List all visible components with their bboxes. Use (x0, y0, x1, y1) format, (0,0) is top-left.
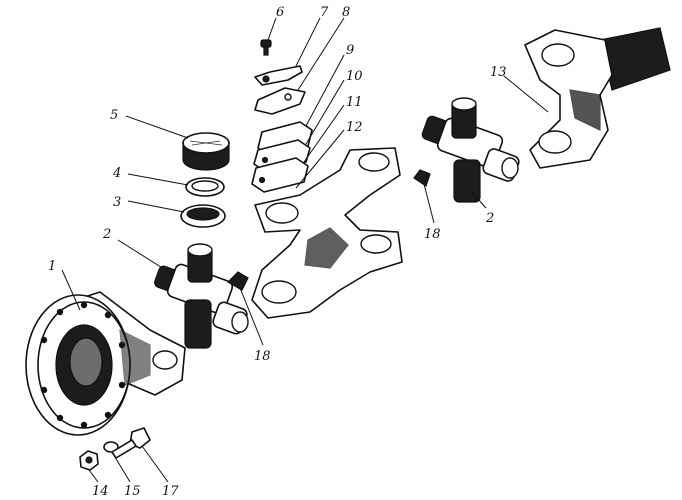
callout-17: 17 (162, 484, 179, 499)
cross-spider-right-part (421, 97, 520, 203)
callout-8: 8 (342, 5, 350, 20)
callout-18-left: 18 (254, 349, 271, 364)
callout-7: 7 (320, 5, 329, 20)
bolt-part (111, 427, 151, 459)
leader-lines (61, 17, 549, 483)
slip-yoke-part (524, 27, 671, 169)
lock-plate-part (254, 65, 303, 86)
cover-gasket-part (254, 87, 306, 115)
callout-1: 1 (48, 259, 56, 274)
grease-fitting-right-part (413, 169, 431, 187)
callout-3: 3 (113, 195, 121, 210)
grease-fitting-left-part (227, 271, 249, 291)
washer-ring-part (185, 177, 225, 197)
callout-9: 9 (346, 43, 354, 58)
screw-part (260, 39, 272, 56)
callout-5: 5 (110, 108, 118, 123)
callout-labels: 1 2 2 3 4 5 6 7 8 9 10 11 12 13 14 15 17… (48, 5, 507, 499)
callout-11: 11 (346, 95, 363, 110)
callout-15: 15 (124, 484, 141, 499)
callout-6: 6 (276, 5, 284, 20)
flange-yoke-part (25, 291, 186, 436)
callout-4: 4 (112, 166, 121, 181)
callout-12: 12 (346, 120, 363, 135)
lock-washer-plate-part (251, 157, 309, 193)
callout-18-right: 18 (424, 227, 441, 242)
spring-washer-part (103, 441, 119, 453)
callout-2-right: 2 (485, 211, 494, 226)
callout-10: 10 (346, 69, 363, 84)
center-yoke-part (251, 147, 403, 319)
cross-spider-left-part (154, 243, 249, 349)
callout-13: 13 (490, 65, 507, 80)
callout-2-left: 2 (102, 227, 111, 242)
callout-14: 14 (92, 484, 109, 499)
nut-part (79, 450, 99, 471)
bearing-cup-part (182, 132, 230, 171)
seal-ring-part (180, 204, 226, 228)
